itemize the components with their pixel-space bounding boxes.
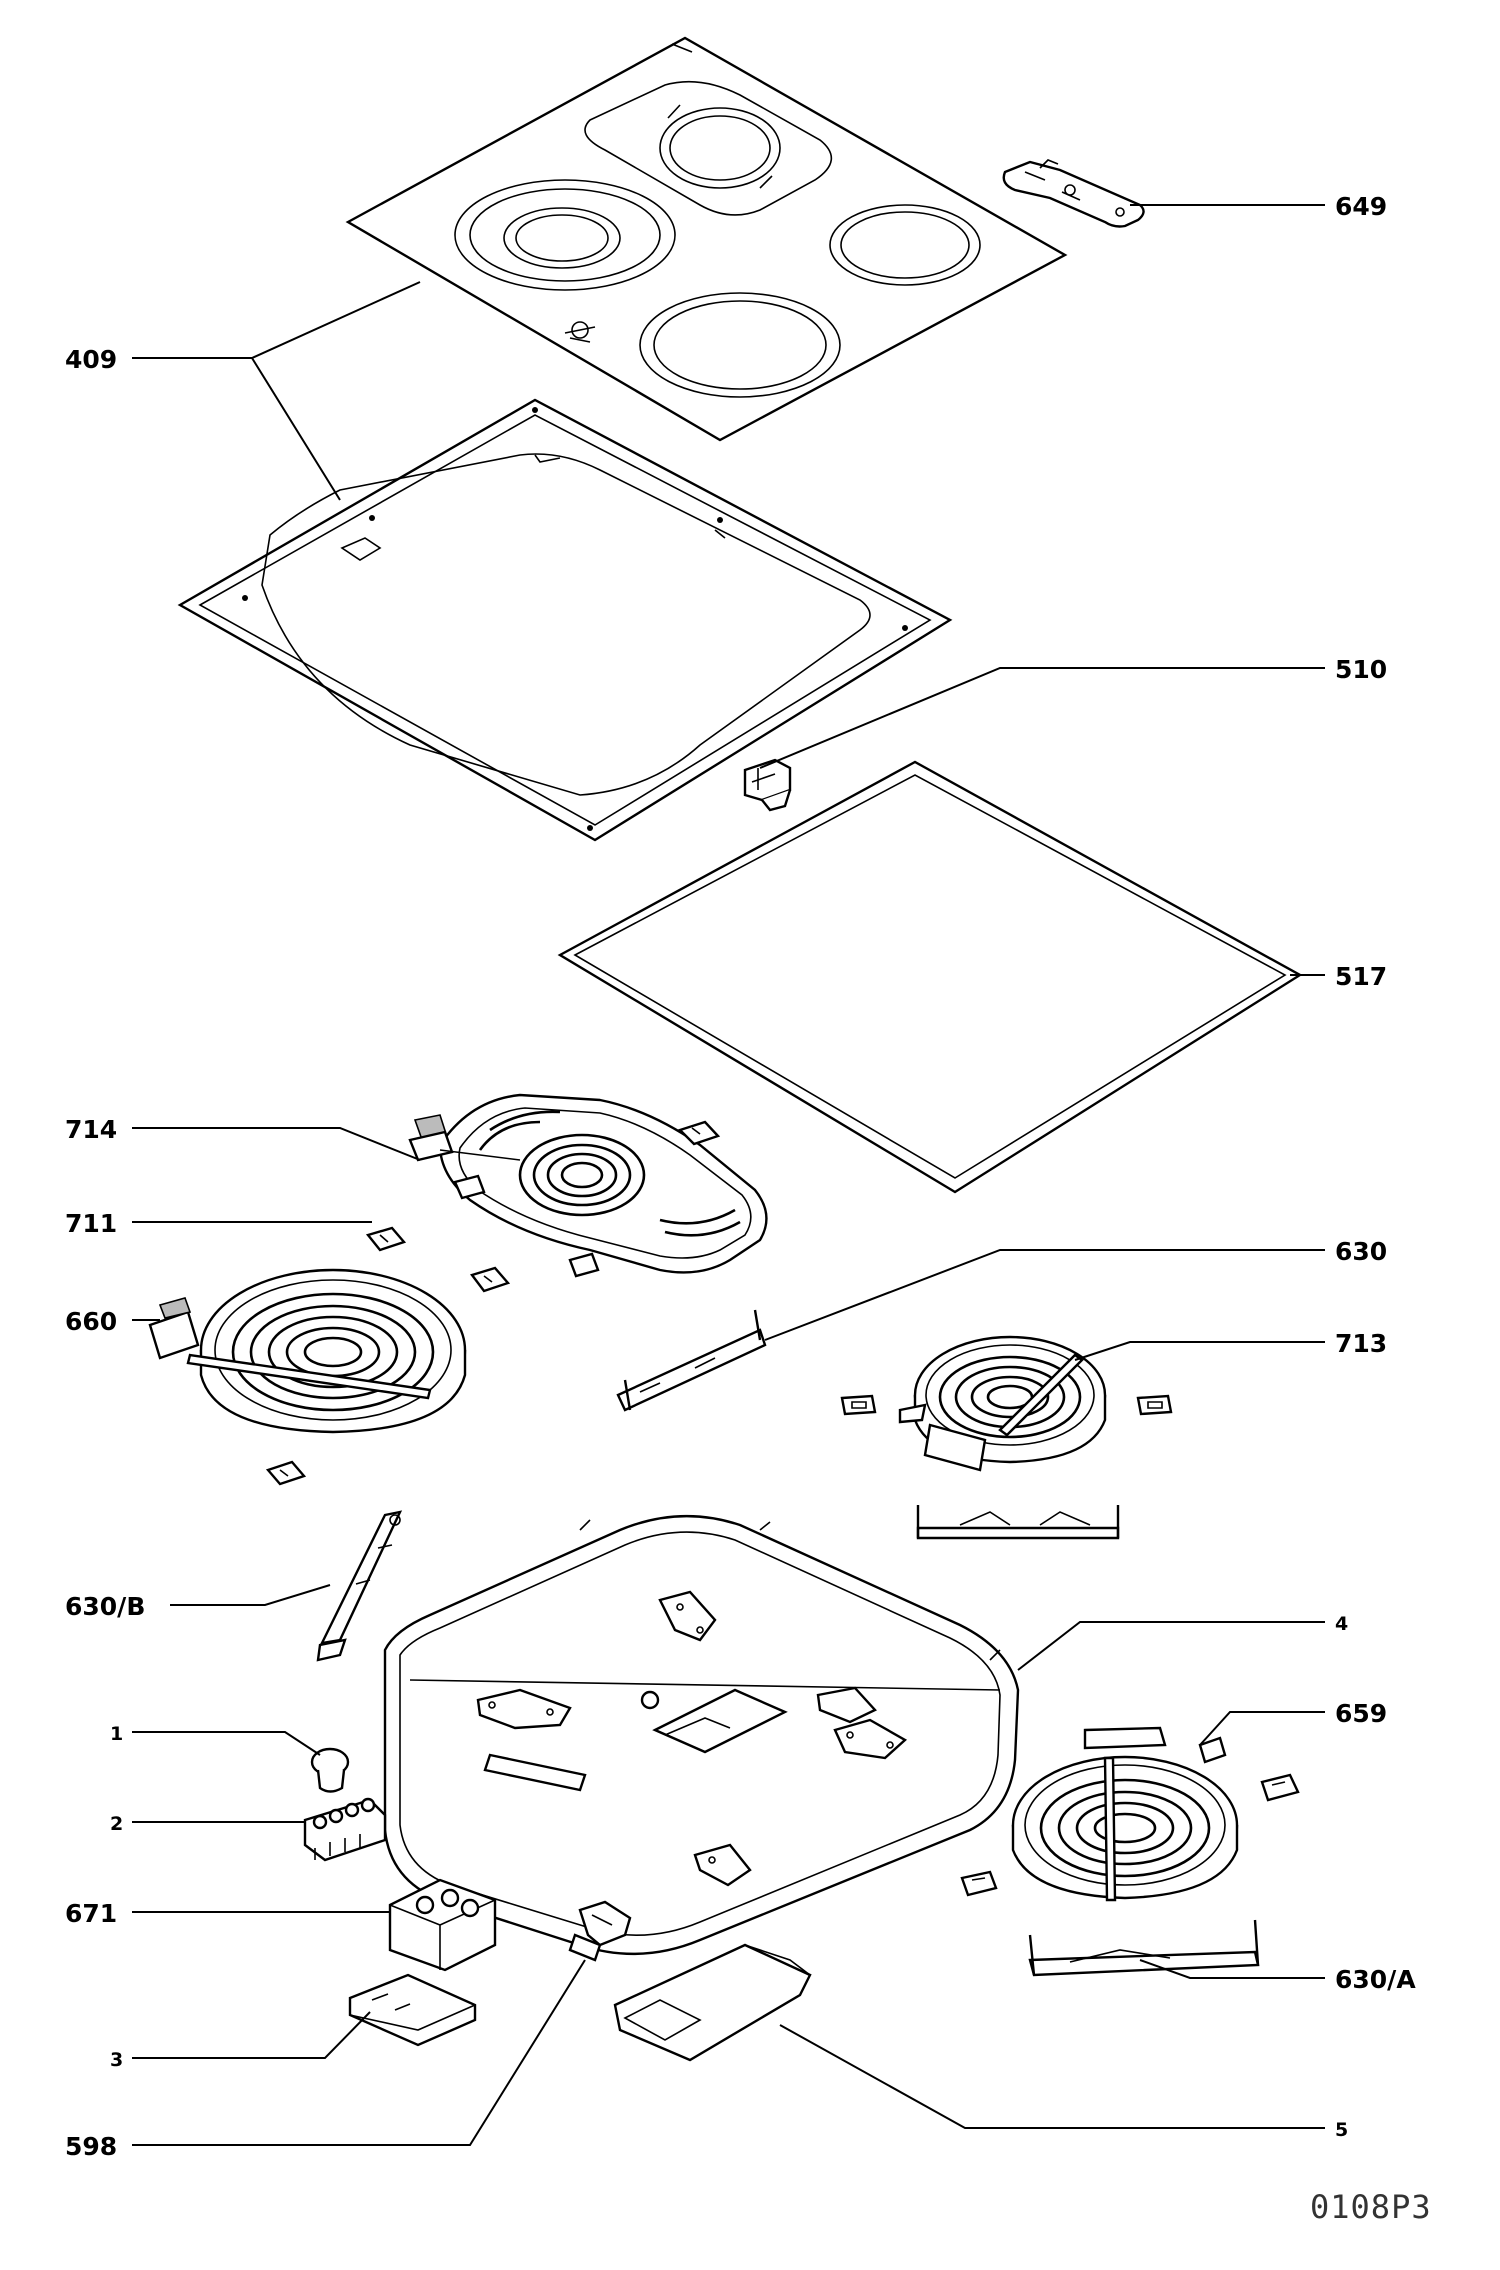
label-510: 510 xyxy=(1335,655,1387,684)
part-4-base-tray xyxy=(383,1514,1020,1956)
label-630b: 630/B xyxy=(65,1592,145,1621)
label-517: 517 xyxy=(1335,962,1387,991)
part-5-cover-plate xyxy=(613,1943,812,2062)
part-409-glass-hob-top xyxy=(345,36,1068,442)
label-630: 630 xyxy=(1335,1237,1387,1266)
part-630b-support-bar xyxy=(316,1510,403,1662)
label-1: 1 xyxy=(110,1723,123,1745)
part-649-bracket xyxy=(1002,159,1145,228)
part-659-radiant-element xyxy=(960,1726,1300,1902)
part-409-frame xyxy=(177,398,953,842)
part-713-small-radiant-element xyxy=(840,1335,1173,1472)
label-660: 660 xyxy=(65,1307,117,1336)
label-659: 659 xyxy=(1335,1699,1387,1728)
label-671: 671 xyxy=(65,1899,117,1928)
part-630-support-bar xyxy=(616,1309,767,1412)
label-630a: 630/A xyxy=(1335,1965,1416,1994)
part-714-dual-radiant-element xyxy=(408,1093,768,1278)
label-714: 714 xyxy=(65,1115,117,1144)
label-3: 3 xyxy=(110,2049,123,2071)
part-630a-support-bar xyxy=(1028,1919,1260,1977)
label-649: 649 xyxy=(1335,192,1387,221)
label-711: 711 xyxy=(65,1209,117,1238)
part-630-lower-support-bar xyxy=(916,1505,1120,1540)
part-660-large-radiant-element xyxy=(148,1268,467,1486)
part-1-knob xyxy=(310,1747,350,1793)
leader-lines xyxy=(132,204,1325,2146)
label-5: 5 xyxy=(1335,2119,1348,2141)
part-3-plate xyxy=(348,1973,477,2047)
drawing-code: 0108P3 xyxy=(1310,2188,1432,2226)
label-713: 713 xyxy=(1335,1329,1387,1358)
part-labels: 649 409 510 517 714 711 630 660 713 630/… xyxy=(65,192,1432,2226)
label-2: 2 xyxy=(110,1813,123,1835)
part-2-terminal-block xyxy=(303,1797,387,1862)
part-598-bracket xyxy=(568,1900,632,1962)
label-598: 598 xyxy=(65,2132,117,2161)
part-510-clip xyxy=(743,758,792,812)
label-409: 409 xyxy=(65,345,117,374)
label-4: 4 xyxy=(1335,1613,1348,1635)
part-671-terminal-cover xyxy=(388,1878,497,1972)
part-711-clips xyxy=(365,1120,721,1293)
